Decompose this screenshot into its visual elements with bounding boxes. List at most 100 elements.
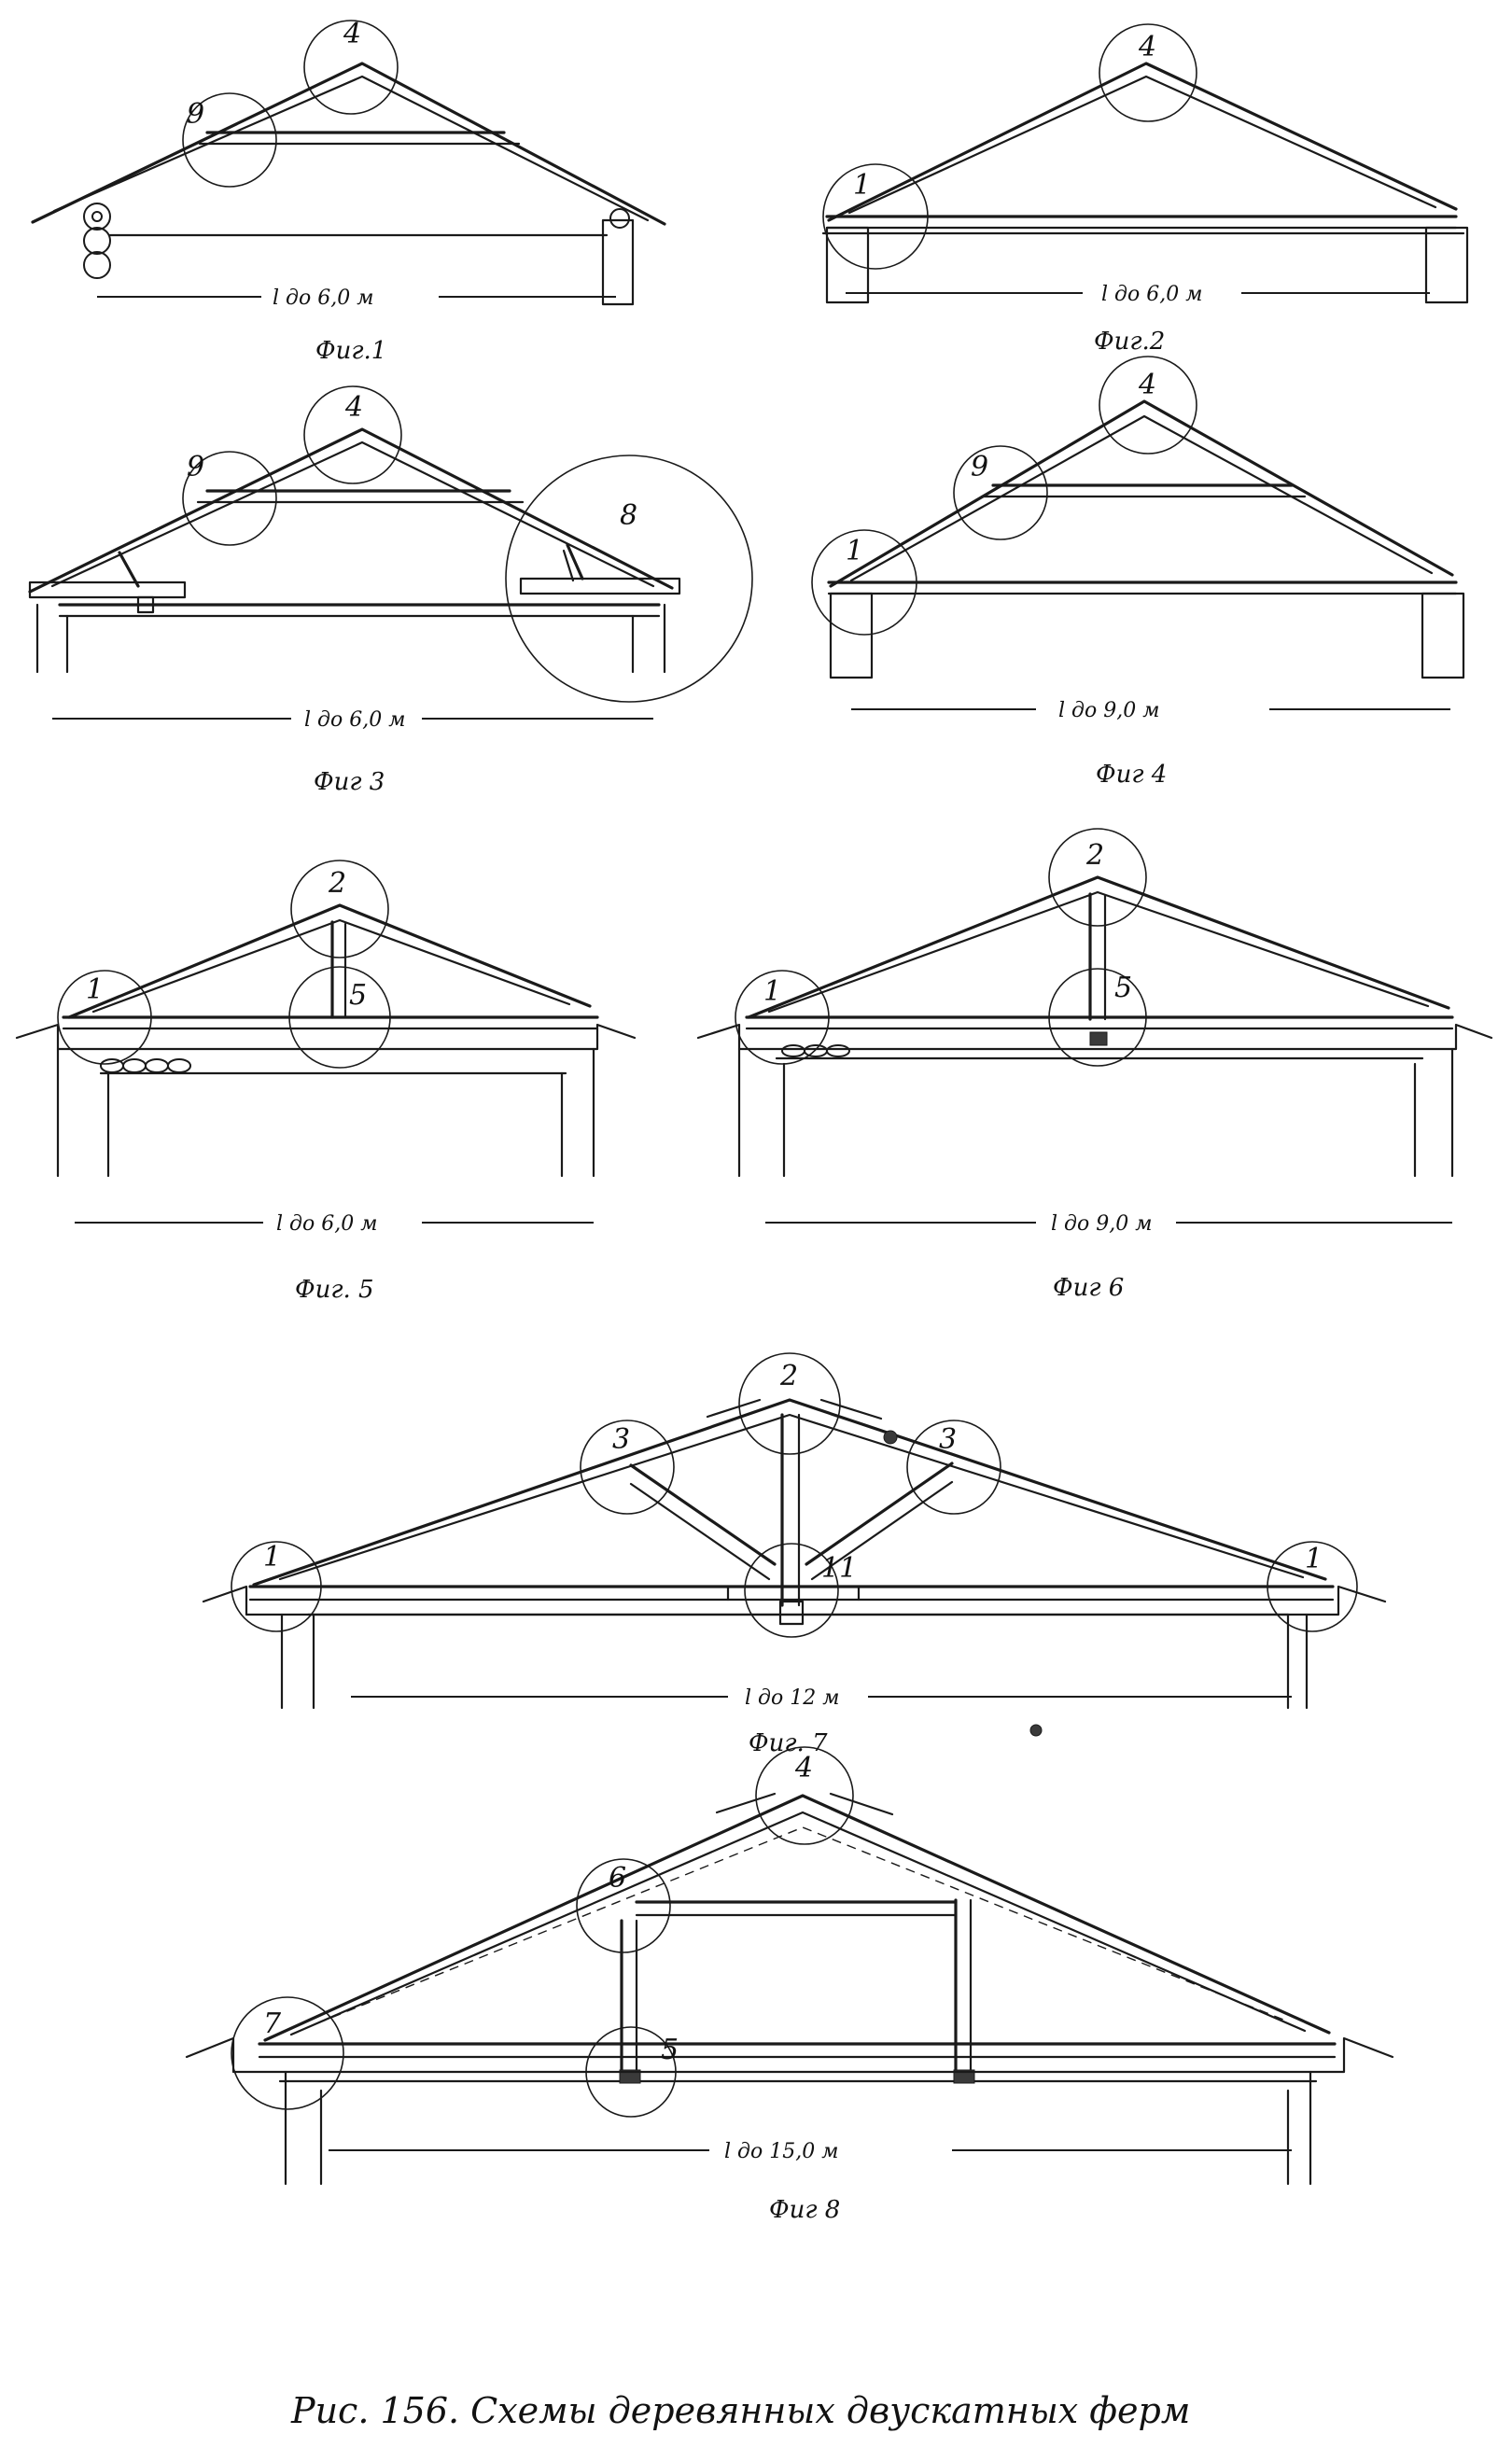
fig5-node-2: 2 [328,867,346,900]
fig7-node-11: 11 [821,1552,857,1585]
fig3-left-pad [28,581,187,599]
fig7-caption: Фиг. 7 [749,1729,828,1757]
fig4-span-label: l до 9,0 м [1058,699,1159,722]
fig8-node-circle-6 [576,1858,671,1953]
fig8-eaves [185,2036,1394,2074]
fig2-right-post [1424,226,1469,304]
fig3-right-pad [519,577,681,595]
fig8-node-6: 6 [609,1862,626,1895]
fig8-node-5: 5 [661,2034,679,2066]
fig8-ridge-mark-right [829,1792,894,1816]
fig5-rafters-inner [91,918,571,1014]
fig5-rafters-outer [67,903,592,1019]
fig8-rafters-outer [263,1794,1331,2042]
fig1-right-post [601,218,635,306]
fig7-node-3-left: 3 [612,1423,630,1456]
fig3-caption: Фиг 3 [314,768,385,796]
fig7-node-circle-3-right [906,1420,1001,1515]
fig6-eaves [696,1023,1493,1051]
fig1-rafters-inner [52,75,650,222]
fig7-right-brace-outer [805,1462,954,1566]
fig5-span-label: l до 6,0 м [276,1212,377,1236]
figure-3: 9 4 8 l до 6,0 м Фиг 3 [28,385,753,796]
figure-8: 7 6 4 5 l до 15,0 м Фиг 8 [185,1746,1394,2224]
fig1-rafters-outer [31,62,666,226]
fig2-node-1: 1 [853,169,871,202]
fig3-span-label: l до 6,0 м [304,708,405,732]
sheet-caption: Рис. 156. Схемы деревянных двускатных фе… [290,2390,1190,2431]
fig1-node-4: 4 [343,18,361,50]
fig1-span-label: l до 6,0 м [273,287,373,310]
fig8-block-right [953,2069,975,2084]
fig7-node-3-right: 3 [939,1423,957,1456]
fig7-node-circle-3-left [580,1420,675,1515]
fig8-node-circle-5 [585,2026,677,2118]
fig6-span-label: l до 9,0 м [1051,1212,1152,1236]
fig8-rafter-dash [316,1826,1289,2024]
fig5-eaves [15,1023,637,1051]
fig4-caption: Фиг 4 [1096,761,1167,789]
fig7-right-brace-inner [810,1480,954,1581]
fig3-left-strut [118,551,140,588]
fig2-node-circle-1 [822,163,929,270]
fig7-left-brace-inner [629,1482,771,1581]
fig2-left-post [825,226,870,304]
fig4-node-circle-1 [811,529,917,636]
fig2-node-circle-4 [1099,23,1197,122]
fig4-right-post [1421,592,1465,679]
fig3-right-strut [566,543,584,581]
fig2-node-4: 4 [1138,31,1156,63]
fig7-rafters-inner [278,1413,1305,1581]
fig7-node-circle-11 [744,1543,839,1638]
fig5-node-circle-1 [57,970,152,1065]
fig2-rafters-inner [847,75,1437,215]
fig7-node-circle-1-left [231,1541,322,1632]
fig4-rafters-inner [849,414,1434,582]
fig2-caption: Фиг.2 [1094,328,1165,356]
fig8-node-7: 7 [263,2007,282,2040]
fig4-node-circle-9 [953,445,1048,540]
fig6-caption: Фиг 6 [1053,1274,1124,1302]
figure-5: 1 2 5 l до 6,0 м Фиг. 5 [15,860,637,1304]
fig5-node-1: 1 [86,973,104,1006]
fig8-block-left [619,2069,641,2084]
fig3-node-4: 4 [344,391,363,424]
fig1-node-9: 9 [187,98,204,131]
figure-1: 9 4 l до 6,0 м Фиг.1 [31,18,666,365]
fig3-right-strut-inner [562,549,575,582]
fig6-rafters-outer [747,875,1450,1019]
fig1-log-wall [83,203,111,279]
fig3-node-circle-8 [505,455,753,703]
fig3-node-8: 8 [620,499,637,532]
fig4-node-circle-4 [1099,356,1197,455]
figure-2: 1 4 l до 6,0 м Фиг.2 [821,23,1469,356]
fig8-node-4: 4 [794,1752,813,1784]
fig8-ridge-mark-left [715,1792,777,1814]
fig6-node-circle-1 [735,970,830,1065]
fig6-node-circle-5 [1048,968,1147,1067]
fig6-node-2: 2 [1085,839,1104,872]
fig7-node-circle-1-right [1267,1541,1358,1632]
fig6-rafters-inner [767,890,1430,1014]
fig7-ridge-mark-right [819,1398,883,1420]
fig3-block [136,595,155,614]
fig7-ink-mark [883,1430,898,1445]
fig1-right-plate [609,208,630,229]
fig3-node-9: 9 [187,451,204,483]
fig7-rafters-outer [252,1398,1327,1587]
fig1-caption: Фиг.1 [315,337,386,365]
fig5-caption: Фиг. 5 [295,1276,374,1304]
fig8-node-circle-7 [231,1996,344,2110]
fig1-node-circle-9 [182,92,277,188]
fig4-node-1: 1 [846,535,863,567]
figure-7: 1 3 2 3 11 1 l до 12 м Фиг. 7 [202,1352,1387,1757]
fig6-logs [781,1044,850,1057]
fig4-rafters-outer [829,399,1454,588]
fig5-logs [100,1058,191,1073]
fig4-node-9: 9 [971,451,988,483]
fig2-rafters-outer [827,62,1458,222]
fig5-node-circle-2 [290,860,389,958]
fig7-node-1-left: 1 [263,1541,281,1574]
